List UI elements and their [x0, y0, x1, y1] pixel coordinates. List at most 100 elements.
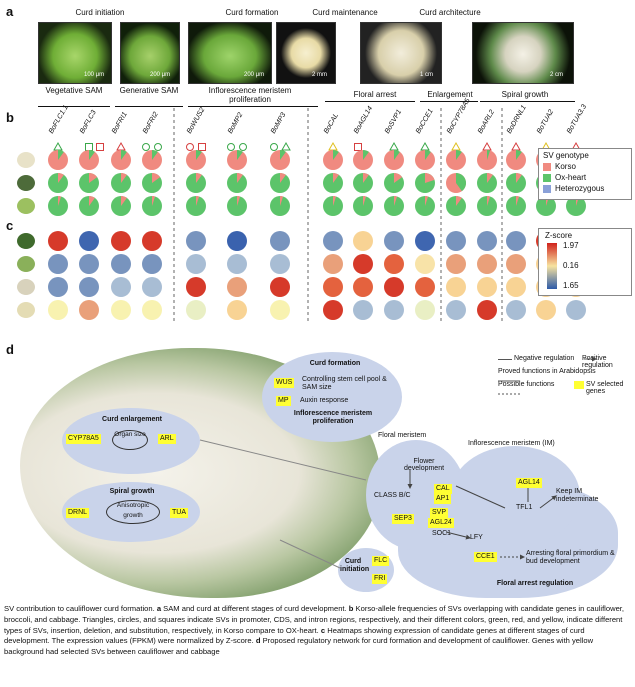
image-spiral-growth — [472, 22, 574, 84]
curd-formation-title: Curd formation — [309, 360, 361, 367]
sv-marker-17 — [482, 141, 492, 151]
sv-marker-1 — [85, 143, 93, 151]
phase-curd-maintenance: Curd maintenance — [312, 8, 378, 17]
stage-line-1 — [38, 106, 110, 107]
network-legend: Negative regulation Positive regulation … — [498, 355, 631, 395]
legend-swatch-heterozygous — [543, 185, 551, 193]
pie-r0-c5 — [227, 150, 247, 170]
heat-r0-c0 — [48, 231, 68, 251]
pie-r1-c6 — [270, 173, 290, 193]
gene-arl: ARL — [158, 434, 176, 444]
pie-r1-c13 — [506, 173, 526, 193]
legend-sv-swatch — [574, 381, 584, 389]
sv-markers — [53, 141, 581, 151]
zscore-tick-mid: 0.16 — [563, 261, 579, 270]
stage-line-2 — [115, 106, 183, 107]
sv-marker-13 — [354, 143, 362, 151]
floral-meristem-label: Floral meristem — [378, 432, 427, 439]
scalebar-4: 2 mm — [312, 72, 327, 78]
pie-r2-c9 — [384, 196, 404, 216]
zscore-tick-top: 1.97 — [563, 241, 579, 250]
heat-r3-c8 — [353, 300, 373, 320]
pie-r2-c5 — [227, 196, 247, 216]
heat-r0-c2 — [111, 231, 131, 251]
sv-marker-9 — [239, 143, 247, 151]
pie-r0-c9 — [384, 150, 404, 170]
heat-r3-c11 — [446, 300, 466, 320]
arrest-function: Arresting floral primordium & bud develo… — [526, 550, 615, 565]
flower-dev-label: Flower development — [403, 458, 445, 472]
legend-sv: SV selected genes — [586, 381, 624, 395]
stage-enlargement: Enlargement — [427, 90, 473, 99]
heat-r1-c4 — [186, 254, 206, 274]
pie-r1-c1 — [79, 173, 99, 193]
pie-r1-c2 — [111, 173, 131, 193]
image-im-proliferation — [188, 22, 272, 84]
heat-r3-c1 — [79, 300, 99, 320]
phase-curd-formation: Curd formation — [225, 8, 279, 17]
heat-r0-c5 — [227, 231, 247, 251]
heat-r2-c10 — [415, 277, 435, 297]
sv-marker-10 — [270, 143, 278, 151]
heat-r2-c3 — [142, 277, 162, 297]
pie-r2-c10 — [415, 196, 435, 216]
wus-function: Controlling stem cell pool & SAM size — [302, 376, 387, 391]
heat-r0-c3 — [142, 231, 162, 251]
heat-r2-c6 — [270, 277, 290, 297]
gene-flc: FLC — [372, 556, 390, 566]
gene-mp: MP — [276, 396, 291, 406]
stage-spiral-growth: Spiral growth — [501, 90, 549, 99]
sv-marker-12 — [328, 141, 338, 151]
pie-r1-c9 — [384, 173, 404, 193]
pie-r2-c7 — [323, 196, 343, 216]
tfl1-label: TFL1 — [516, 504, 533, 511]
zscore-colorbar — [547, 243, 557, 289]
sv-marker-0 — [53, 141, 63, 151]
stage-line-6 — [480, 101, 575, 102]
gene-agl14: AGL14 — [516, 478, 542, 488]
heat-r0-c10 — [415, 231, 435, 251]
keep-im-label: Keep IM indeterminate — [556, 488, 599, 503]
pie-r1-c3 — [142, 173, 162, 193]
sv-marker-7 — [198, 143, 206, 151]
heat-r3-c4 — [186, 300, 206, 320]
lfy-label: LFY — [470, 534, 483, 541]
zscore-title: Z-score — [545, 231, 573, 240]
heat-r3-c5 — [227, 300, 247, 320]
heat-r0-c12 — [477, 231, 497, 251]
pie-r0-c11 — [446, 150, 466, 170]
pie-r1-c8 — [353, 173, 373, 193]
heat-r2-c9 — [384, 277, 404, 297]
heat-r1-c9 — [384, 254, 404, 274]
pie-r2-c12 — [477, 196, 497, 216]
pie-r0-c4 — [186, 150, 206, 170]
heat-r0-c9 — [384, 231, 404, 251]
pie-chart-rows — [48, 150, 586, 216]
pie-r2-c1 — [79, 196, 99, 216]
pie-r2-c4 — [186, 196, 206, 216]
legend-title: SV genotype — [543, 151, 589, 160]
pie-r2-c0 — [48, 196, 68, 216]
legend-proved: Proved functions in Arabidopsis — [498, 368, 596, 375]
gene-cce1: CCE1 — [474, 552, 497, 562]
stage-line-3 — [188, 106, 318, 107]
sv-marker-2 — [96, 143, 104, 151]
stage-line-4 — [325, 101, 415, 102]
row-thumb-2 — [17, 198, 35, 214]
gene-cal: CAL — [434, 484, 452, 494]
sv-genotype-legend: SV genotype Korso Ox-heart Heterozygous — [538, 148, 632, 200]
heat-r3-c12 — [477, 300, 497, 320]
row-thumbnails — [17, 152, 35, 318]
heat-r1-c7 — [323, 254, 343, 274]
pie-r1-c12 — [477, 173, 497, 193]
sv-marker-18 — [511, 141, 521, 151]
pie-r2-c11 — [446, 196, 466, 216]
pie-r2-c2 — [111, 196, 131, 216]
scalebar-3: 200 μm — [244, 72, 265, 78]
pie-r1-c5 — [227, 173, 247, 193]
mp-function: Auxin response — [300, 397, 349, 404]
pie-r1-c11 — [446, 173, 466, 193]
row-thumb-3 — [17, 233, 35, 249]
gene-cyp78a5: CYP78A5 — [66, 434, 101, 444]
pie-r0-c2 — [111, 150, 131, 170]
